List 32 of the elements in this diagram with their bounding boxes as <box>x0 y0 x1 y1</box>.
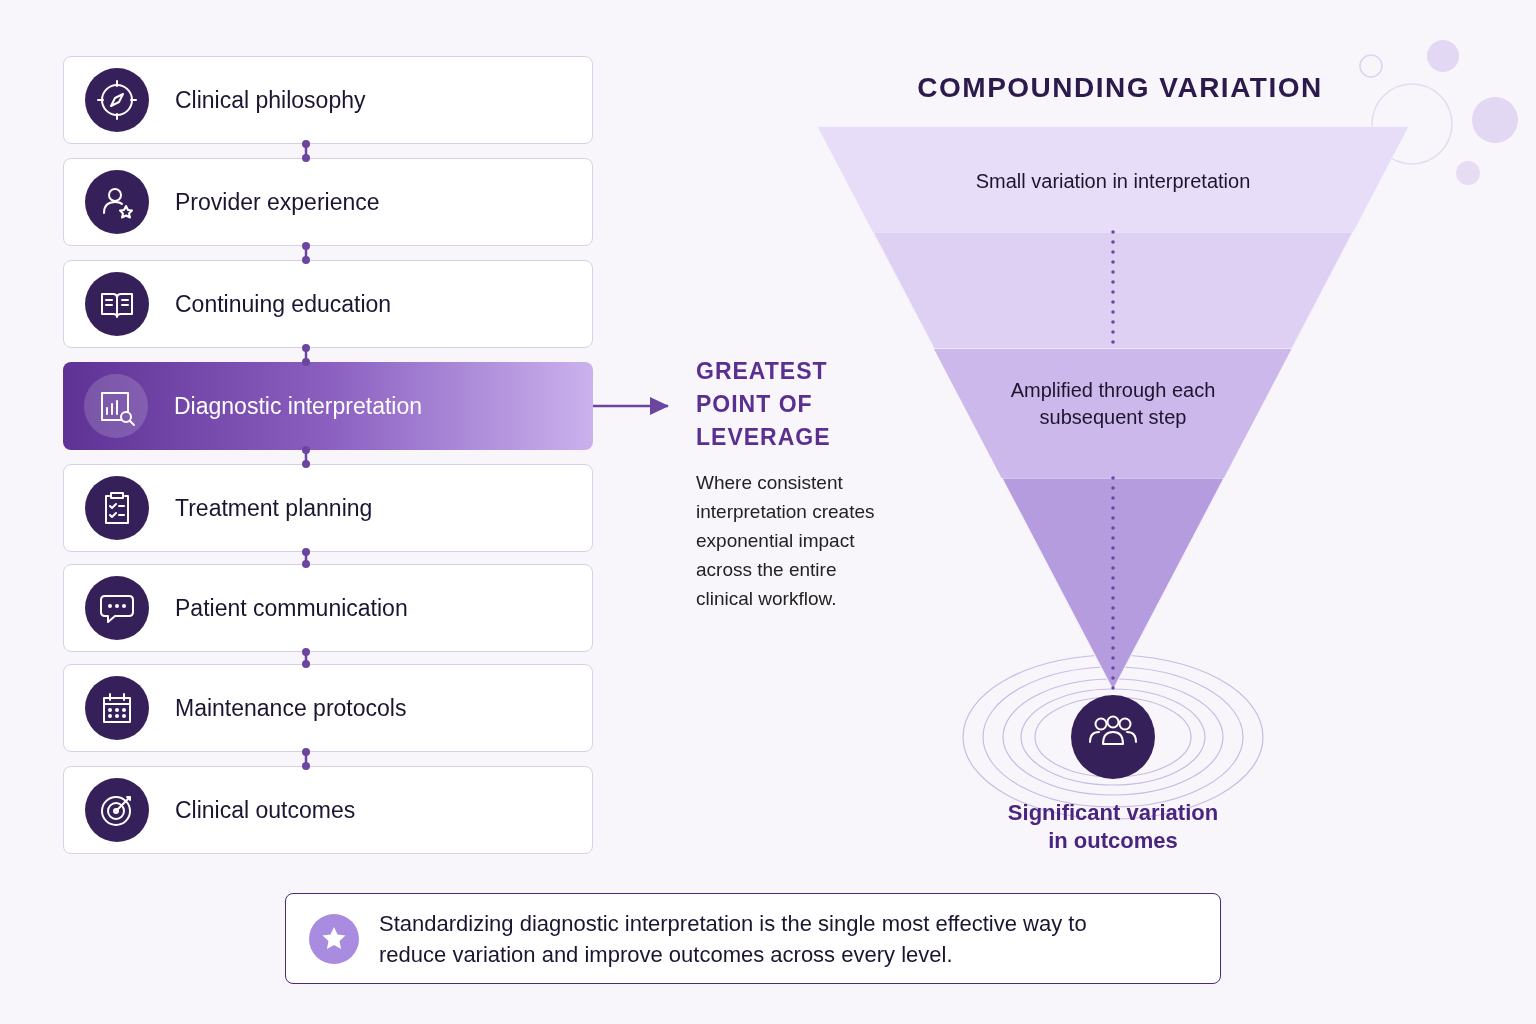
connector-line <box>302 140 310 162</box>
callout-text: Where consistent interpretation creates exponential impact across the entire clinical workflow. <box>696 471 876 611</box>
step-card <box>63 664 593 752</box>
connector-line <box>302 242 310 264</box>
summary-text: Standardizing diagnostic interpretation is the single most effective way to reduce variation and improve outcomes across every level. <box>379 910 1088 969</box>
connector-line <box>302 446 310 468</box>
step-label: Maintenance protocols <box>175 694 407 722</box>
step-label: Diagnostic interpretation <box>174 392 423 420</box>
step-card <box>63 260 593 348</box>
step-label: Clinical philosophy <box>175 86 366 114</box>
step-label: Continuing education <box>175 290 392 318</box>
step-label: Clinical outcomes <box>175 796 356 824</box>
connector-line <box>302 748 310 770</box>
summary-box <box>285 893 1221 984</box>
callout-heading: GREATEST POINT OF LEVERAGE <box>696 357 832 452</box>
step-card <box>63 158 593 246</box>
step-card <box>63 564 593 652</box>
step-label: Patient communication <box>175 594 408 622</box>
connector-line <box>302 344 310 366</box>
step-card <box>63 766 593 854</box>
arrow <box>593 397 669 415</box>
outcome-caption: Significant variation in outcomes <box>1006 799 1220 855</box>
step-card <box>63 56 593 144</box>
step-label: Provider experience <box>175 188 380 216</box>
band-label: Amplified through each subsequent step <box>1010 378 1216 430</box>
band-label: Small variation in interpretation <box>974 169 1252 194</box>
highlighted-step-card <box>63 362 593 450</box>
heading: COMPOUNDING VARIATION <box>916 72 1324 104</box>
step-card <box>63 464 593 552</box>
connector-line <box>302 648 310 668</box>
connector-line <box>302 548 310 568</box>
step-label: Treatment planning <box>175 494 373 522</box>
